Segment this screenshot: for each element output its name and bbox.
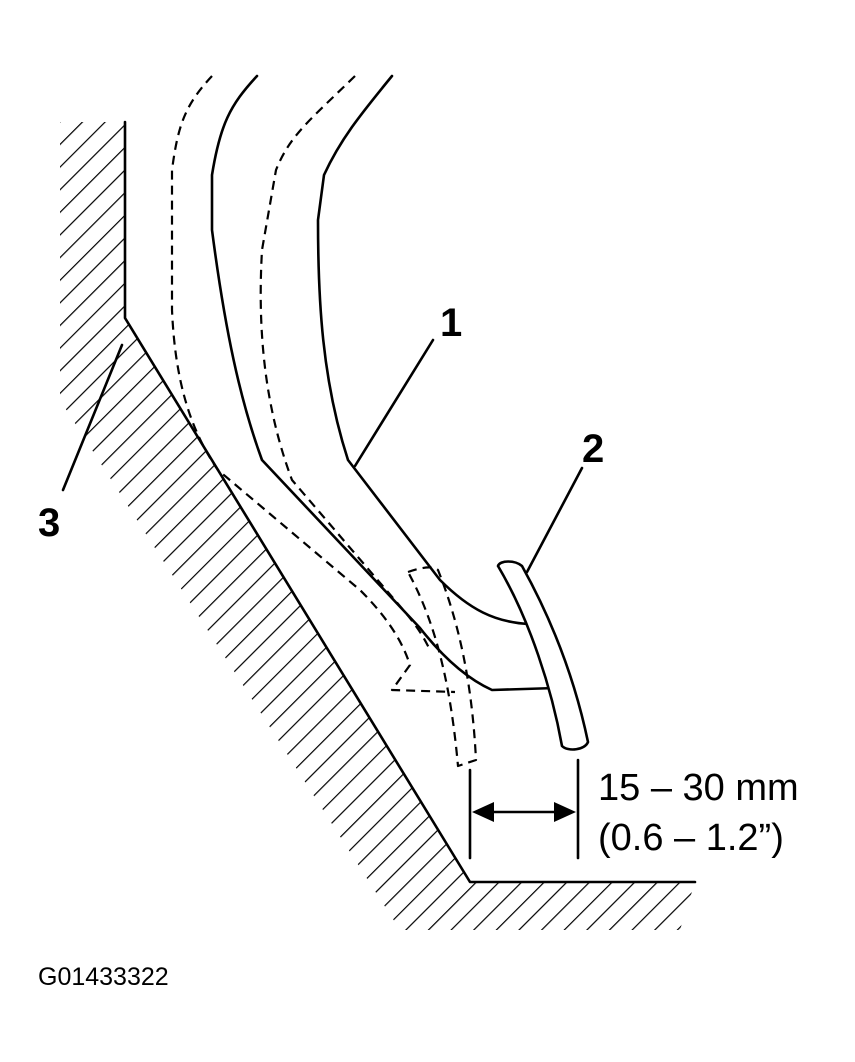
dimension-imperial: (0.6 – 1.2”) — [598, 817, 784, 859]
dimension-arrowhead-left — [472, 802, 494, 822]
dimension-arrowhead-right — [554, 802, 576, 822]
label-pedal: 1 — [440, 301, 462, 345]
pedal-arm-outline — [210, 74, 558, 692]
label-stopper: 2 — [582, 427, 604, 471]
dimension-metric: 15 – 30 mm — [598, 767, 799, 809]
pedal-depressed-outline-inner — [259, 75, 431, 651]
leader-line-1 — [353, 338, 435, 468]
pedal-arm-outline-inner — [316, 74, 530, 626]
leader-line-2 — [525, 466, 584, 574]
pedal-depressed-outline — [170, 75, 456, 694]
pedal-pad — [496, 560, 590, 751]
leader-line-3 — [61, 343, 124, 492]
floor-wall-outline — [123, 120, 697, 884]
label-floor: 3 — [38, 501, 60, 545]
figure-reference-code: G01433322 — [38, 963, 169, 991]
